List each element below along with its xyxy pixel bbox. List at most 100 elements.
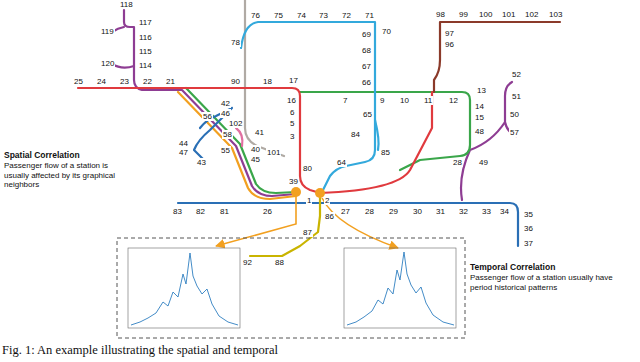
station-number: 27 bbox=[340, 207, 351, 216]
station-number: 37 bbox=[523, 239, 534, 248]
station-number: 87 bbox=[302, 228, 313, 237]
leader-arrow bbox=[322, 198, 398, 248]
station-number: 73 bbox=[318, 11, 329, 20]
station-number: 76 bbox=[250, 11, 261, 20]
station-number: 51 bbox=[511, 92, 522, 101]
station-number: 120 bbox=[100, 59, 115, 68]
station-number: 17 bbox=[288, 76, 299, 85]
station-number: 75 bbox=[273, 11, 284, 20]
station-number: 18 bbox=[262, 77, 273, 86]
station-number: 102 bbox=[524, 10, 539, 19]
station-number: 52 bbox=[511, 70, 522, 79]
station-number: 81 bbox=[219, 207, 230, 216]
station-number: 5 bbox=[289, 119, 295, 128]
station-number: 44 bbox=[178, 139, 189, 148]
station-number: 68 bbox=[361, 46, 372, 55]
flow-plot bbox=[128, 248, 240, 328]
station-number: 40 bbox=[250, 145, 261, 154]
station-number: 48 bbox=[474, 127, 485, 136]
station-number: 96 bbox=[444, 40, 455, 49]
station-number: 82 bbox=[195, 207, 206, 216]
station-number: 46 bbox=[220, 109, 231, 118]
cyan-line bbox=[241, 22, 375, 192]
station-number: 90 bbox=[230, 77, 241, 86]
station-number: 43 bbox=[196, 158, 207, 167]
annotation-text: Spatial Correlation bbox=[4, 150, 80, 160]
station-number: 41 bbox=[254, 128, 265, 137]
station-number: 71 bbox=[364, 11, 375, 20]
station-number: 9 bbox=[379, 96, 385, 105]
station-number: 117 bbox=[138, 18, 153, 27]
station-number: 92 bbox=[242, 258, 253, 267]
annotation-text: Passenger flow of a station is usually a… bbox=[4, 161, 116, 190]
station-number: 3 bbox=[289, 132, 295, 141]
station-number: 97 bbox=[444, 29, 455, 38]
station-number: 49 bbox=[478, 158, 489, 167]
station-number: 45 bbox=[250, 155, 261, 164]
station-number: 23 bbox=[119, 77, 130, 86]
station-dot bbox=[291, 187, 301, 197]
station-number: 33 bbox=[481, 207, 492, 216]
station-number: 66 bbox=[361, 78, 372, 87]
leader-arrow bbox=[216, 197, 296, 246]
station-number: 25 bbox=[73, 77, 84, 86]
station-number: 69 bbox=[361, 30, 372, 39]
station-number: 36 bbox=[523, 224, 534, 233]
olive-line bbox=[250, 193, 320, 256]
station-number: 11 bbox=[423, 96, 433, 105]
red-line bbox=[78, 88, 432, 193]
station-number: 100 bbox=[478, 10, 493, 19]
station-number: 6 bbox=[289, 108, 295, 117]
grey-line bbox=[245, 0, 284, 156]
station-number: 64 bbox=[336, 158, 347, 167]
annotation-text: Passenger flow of a station usually have… bbox=[470, 273, 630, 292]
station-number: 74 bbox=[296, 11, 307, 20]
station-number: 58 bbox=[222, 130, 233, 139]
station-number: 88 bbox=[274, 258, 285, 267]
station-number: 29 bbox=[388, 207, 399, 216]
dashed-frame bbox=[117, 238, 465, 338]
purple-line bbox=[124, 10, 296, 196]
station-number: 16 bbox=[286, 96, 297, 105]
station-number: 35 bbox=[523, 210, 534, 219]
station-number: 32 bbox=[458, 207, 469, 216]
station-number: 22 bbox=[142, 77, 153, 86]
station-number: 114 bbox=[138, 61, 153, 70]
station-number: 24 bbox=[96, 77, 107, 86]
station-number: 15 bbox=[474, 113, 485, 122]
station-number: 86 bbox=[324, 212, 335, 221]
green-line bbox=[186, 88, 470, 193]
station-number: 115 bbox=[138, 47, 153, 56]
station-number: 116 bbox=[138, 33, 153, 42]
blue-line bbox=[194, 108, 232, 160]
station-number: 12 bbox=[448, 96, 459, 105]
station-number: 118 bbox=[119, 0, 134, 9]
station-number: 65 bbox=[362, 110, 373, 119]
station-number: 28 bbox=[364, 207, 375, 216]
orange-line bbox=[178, 92, 296, 199]
station-number: 21 bbox=[165, 77, 176, 86]
station-number: 26 bbox=[262, 207, 273, 216]
station-number: 102 bbox=[228, 119, 243, 128]
station-number: 85 bbox=[380, 148, 391, 157]
station-number: 10 bbox=[399, 96, 410, 105]
station-number: 34 bbox=[499, 207, 510, 216]
figure-caption: Fig. 1: An example illustrating the spat… bbox=[2, 343, 278, 357]
station-number: 78 bbox=[230, 38, 241, 47]
station-number: 80 bbox=[302, 164, 313, 173]
cyan-line bbox=[375, 120, 379, 150]
pink-line bbox=[236, 128, 242, 146]
station-number: 28 bbox=[452, 158, 463, 167]
station-number: 72 bbox=[341, 11, 352, 20]
station-number: 14 bbox=[474, 102, 485, 111]
station-number: 119 bbox=[100, 27, 115, 36]
station-number: 101 bbox=[266, 148, 281, 157]
station-number: 2 bbox=[324, 196, 330, 205]
station-number: 83 bbox=[172, 207, 183, 216]
station-number: 98 bbox=[435, 10, 446, 19]
station-number: 50 bbox=[509, 110, 520, 119]
station-number: 42 bbox=[220, 99, 231, 108]
station-number: 57 bbox=[509, 128, 520, 137]
station-number: 84 bbox=[350, 130, 361, 139]
